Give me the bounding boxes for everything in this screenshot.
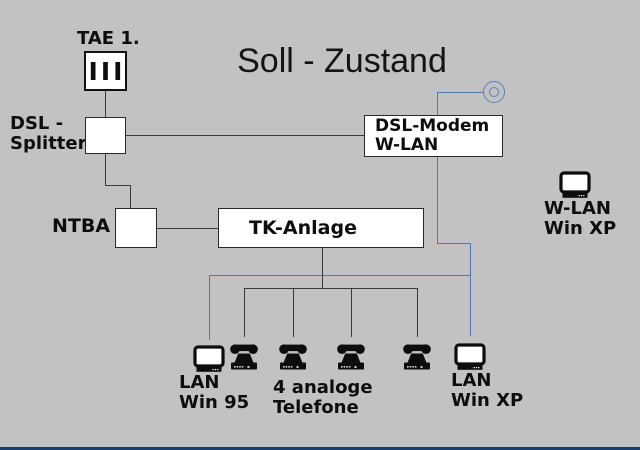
connector-tk-trunk bbox=[322, 248, 323, 288]
tae-label: TAE 1. bbox=[77, 28, 140, 49]
analog-phones-label: 4 analoge Telefone bbox=[273, 377, 373, 418]
lan95-label: LAN Win 95 bbox=[179, 372, 250, 413]
wire-lan-branch-h bbox=[209, 275, 471, 276]
wire-modem-antenna-v bbox=[437, 92, 438, 115]
connector-phone2-drop bbox=[293, 288, 294, 337]
lanxp-label: LAN Win XP bbox=[451, 370, 524, 411]
tae-slots: III bbox=[88, 56, 126, 86]
connector-phone1-drop bbox=[244, 288, 245, 337]
wire-modem-antenna-h bbox=[437, 92, 483, 93]
ntba-label: NTBA bbox=[52, 215, 111, 237]
page-title: Soll - Zustand bbox=[237, 42, 447, 80]
tk-anlage-box: TK-Anlage bbox=[218, 208, 424, 248]
connector-splitter-ntba-seg1 bbox=[105, 154, 106, 186]
wlan-pc-label: W-LAN Win XP bbox=[544, 198, 617, 239]
bottom-edge-bar bbox=[0, 447, 640, 450]
connector-phone3-drop bbox=[351, 288, 352, 337]
dsl-splitter-label: DSL - Splitter bbox=[10, 113, 87, 154]
dsl-splitter-box bbox=[85, 117, 126, 154]
tk-anlage-label: TK-Anlage bbox=[249, 217, 357, 239]
lanxp-monitor-icon bbox=[454, 343, 486, 370]
phone-icon bbox=[229, 343, 259, 371]
connector-ntba-tk bbox=[157, 228, 218, 229]
wire-modem-down-seg2 bbox=[437, 243, 471, 244]
connector-phone4-drop bbox=[417, 288, 418, 337]
phone-icon bbox=[336, 343, 366, 371]
phone-icon bbox=[402, 343, 432, 371]
connector-splitter-ntba-seg3 bbox=[130, 185, 131, 208]
connector-splitter-ntba-seg2 bbox=[105, 185, 131, 186]
wire-modem-lanxp bbox=[470, 243, 471, 336]
connector-splitter-modem bbox=[126, 135, 364, 136]
connector-tae-splitter bbox=[105, 91, 106, 117]
wlan-antenna-icon bbox=[483, 81, 505, 103]
phone-icon bbox=[278, 343, 308, 371]
connector-phone-bus bbox=[244, 288, 418, 289]
wlan-antenna-inner-icon bbox=[489, 87, 499, 97]
wire-lan95-drop bbox=[209, 275, 210, 340]
wlan-monitor-icon bbox=[559, 171, 591, 198]
lan95-monitor-icon bbox=[193, 345, 225, 372]
tae-box: III bbox=[84, 51, 127, 91]
ntba-box bbox=[115, 208, 157, 248]
dsl-modem-box: DSL-Modem W-LAN bbox=[364, 115, 503, 157]
wire-modem-down-seg1 bbox=[437, 157, 438, 244]
